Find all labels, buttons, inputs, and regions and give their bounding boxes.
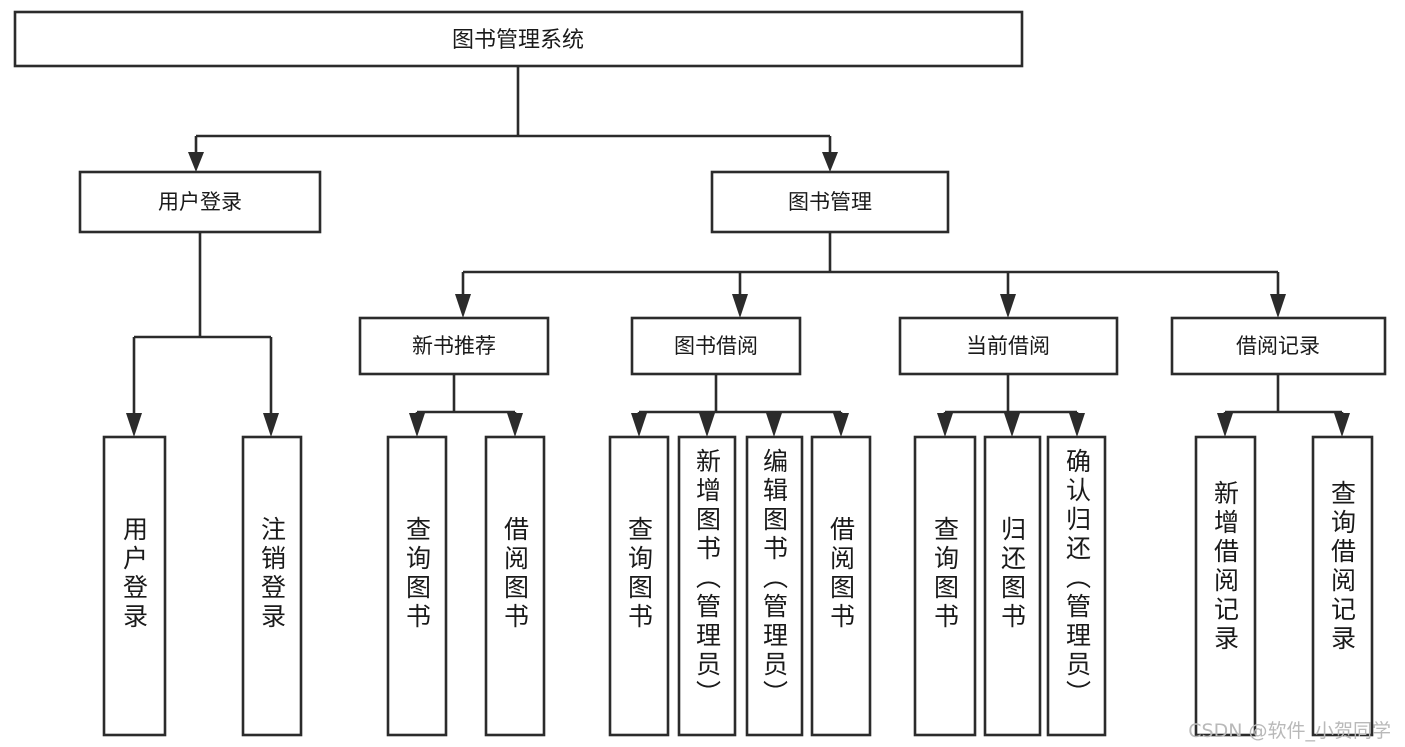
arrow-head-bb-edit-book — [766, 413, 782, 437]
node-book-management[interactable]: 图书管理 — [710, 170, 950, 234]
node-root-label: 图书管理系统 — [452, 28, 584, 53]
arrow-head-nbr-borrow-book — [507, 413, 523, 437]
leaf-box-logout[interactable] — [241, 435, 303, 737]
leaf-box-bb-add-book[interactable] — [677, 435, 737, 737]
arrow-head-cb-return-book — [1004, 413, 1020, 437]
leaf-box-cb-confirm-return[interactable] — [1046, 435, 1107, 737]
node-user-login-label: 用户登录 — [158, 190, 242, 214]
node-borrow-record-box — [1170, 316, 1387, 376]
arrow-head-br-query-record — [1334, 413, 1350, 437]
node-book-borrow-box — [630, 316, 802, 376]
node-book-borrow[interactable]: 图书借阅 — [630, 316, 802, 376]
arrow-head-new-book-rec — [455, 294, 471, 318]
leaf-box-br-add-record[interactable] — [1194, 435, 1257, 737]
leaf-box-br-query-record[interactable] — [1311, 435, 1374, 737]
arrow-head-bb-query-book — [631, 413, 647, 437]
arrow-head-nbr-query-book — [409, 413, 425, 437]
leaf-boxes — [102, 435, 1374, 737]
arrow-head-leaf-logout — [263, 413, 279, 437]
leaf-box-nbr-borrow-book[interactable] — [484, 435, 546, 737]
connector-new-book-rec-to-leaves — [409, 374, 523, 437]
node-borrow-record[interactable]: 借阅记录 — [1170, 316, 1387, 376]
leaf-box-bb-query-book[interactable] — [608, 435, 670, 737]
node-user-login[interactable]: 用户登录 — [78, 170, 322, 234]
arrow-head-bb-add-book — [699, 413, 715, 437]
node-book-borrow-label: 图书借阅 — [674, 334, 758, 358]
node-book-management-label: 图书管理 — [788, 190, 872, 214]
connector-current-borrow-to-leaves — [937, 374, 1085, 437]
node-book-management-box — [710, 170, 950, 234]
arrow-head-borrow-record — [1270, 294, 1286, 318]
connector-user-login-to-leaves — [126, 232, 279, 437]
leaf-box-user-login[interactable] — [102, 435, 167, 737]
node-new-book-recommend-label: 新书推荐 — [412, 334, 496, 358]
leaf-box-bb-borrow-book[interactable] — [810, 435, 872, 737]
arrow-head-book-borrow — [732, 294, 748, 318]
arrow-head-bb-borrow-book — [833, 413, 849, 437]
leaf-box-cb-return-book[interactable] — [983, 435, 1042, 737]
csdn-watermark: CSDN @软件_小贺同学 — [1188, 720, 1391, 742]
arrow-head-cb-query-book — [937, 413, 953, 437]
leaf-box-cb-query-book[interactable] — [913, 435, 977, 737]
arrow-head-current-borrow — [1000, 294, 1016, 318]
node-current-borrow[interactable]: 当前借阅 — [898, 316, 1119, 376]
arrow-head-user-login — [188, 152, 204, 172]
node-current-borrow-box — [898, 316, 1119, 376]
arrow-head-br-add-record — [1217, 413, 1233, 437]
arrow-head-cb-confirm-return — [1069, 413, 1085, 437]
leaf-box-bb-edit-book[interactable] — [745, 435, 804, 737]
connector-book-mgmt-to-level3 — [455, 232, 1286, 318]
node-root[interactable]: 图书管理系统 — [13, 10, 1024, 68]
node-borrow-record-label: 借阅记录 — [1236, 334, 1320, 358]
connector-borrow-record-to-leaves — [1217, 374, 1350, 437]
node-new-book-recommend[interactable]: 新书推荐 — [358, 316, 550, 376]
node-current-borrow-label: 当前借阅 — [966, 334, 1050, 358]
arrow-head-book-mgmt — [822, 152, 838, 172]
node-new-book-recommend-box — [358, 316, 550, 376]
connector-book-borrow-to-leaves — [631, 374, 849, 437]
arrow-head-leaf-user-login — [126, 413, 142, 437]
connector-root-to-level2 — [188, 66, 838, 172]
node-root-box — [13, 10, 1024, 68]
leaf-box-nbr-query-book[interactable] — [386, 435, 448, 737]
